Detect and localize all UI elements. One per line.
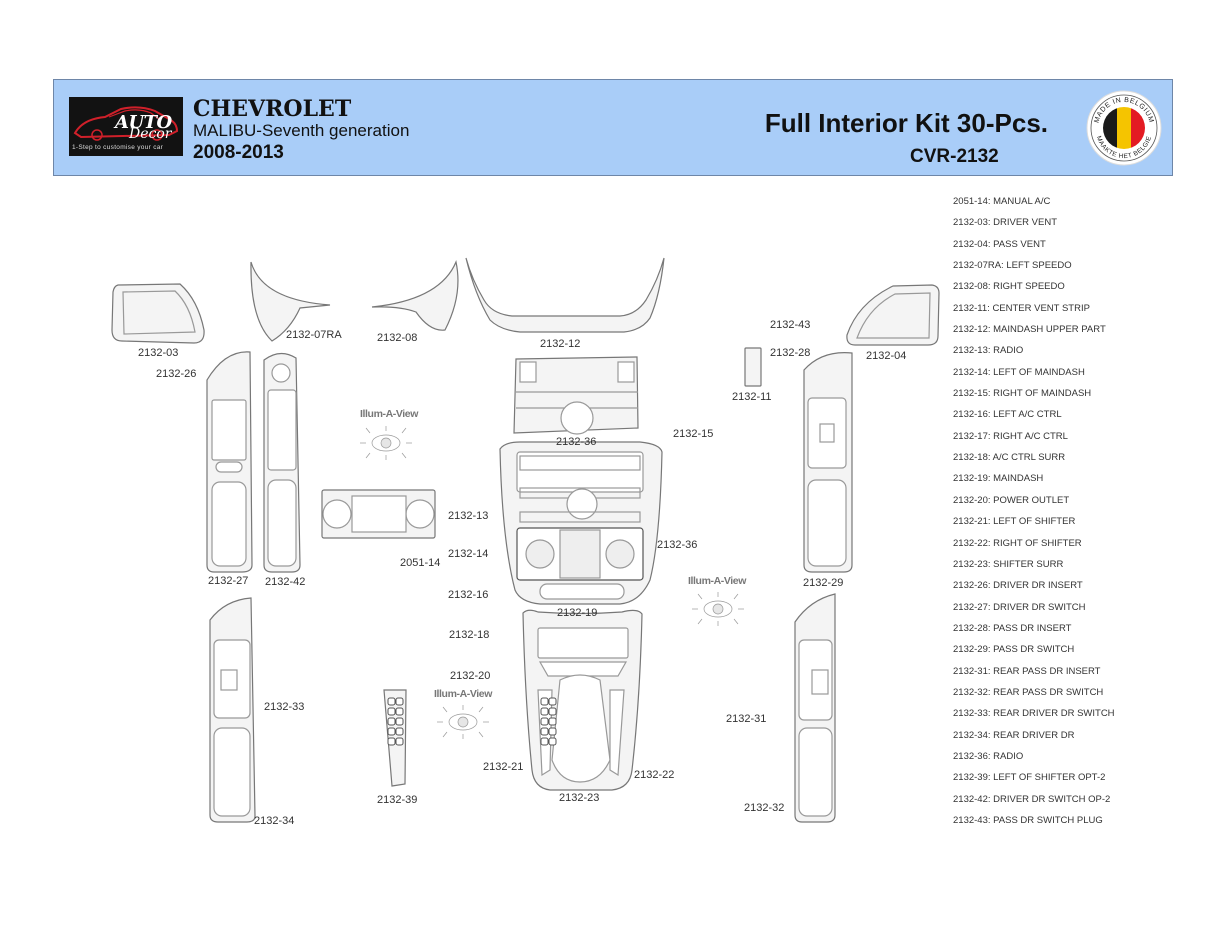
- legend-item: 2132-04: PASS VENT: [953, 238, 1046, 250]
- car-silhouette-icon: [73, 106, 179, 141]
- legend-item: 2132-18: A/C CTRL SURR: [953, 452, 1066, 464]
- legend-item: 2132-13: RADIO: [953, 345, 1024, 357]
- legend-item: 2132-17: RIGHT A/C CTRL: [953, 430, 1068, 442]
- legend-item: 2132-14: LEFT OF MAINDASH: [953, 366, 1085, 378]
- logo-brand-top: AUTO: [115, 112, 172, 133]
- flag-stripe-yellow: [1117, 107, 1131, 149]
- part-label-2132-33: 2132-33: [264, 701, 305, 713]
- part-2132-07RA: [250, 261, 331, 342]
- vehicle-model: MALIBU-Seventh generation: [193, 121, 410, 140]
- legend-item: 2132-11: CENTER VENT STRIP: [953, 302, 1090, 314]
- part-label-2132-34: 2132-34: [254, 815, 295, 827]
- legend-item: 2132-26: DRIVER DR INSERT: [953, 580, 1083, 592]
- part-label-2132-23: 2132-23: [559, 792, 600, 804]
- logo-tagline: 1-Step to customise your car: [72, 144, 164, 151]
- part-label-2132-21: 2132-21: [483, 761, 524, 773]
- auto-decor-logo: AUTO Decor 1-Step to customise your car: [69, 97, 183, 156]
- part-label-2132-15: 2132-15: [673, 428, 714, 440]
- legend-item: 2132-34: REAR DRIVER DR: [953, 729, 1075, 741]
- illum-label: Illum-A-View: [434, 688, 493, 700]
- logo-brand-bottom: Decor: [129, 126, 172, 142]
- vehicle-years: 2008-2013: [193, 142, 284, 163]
- legend-item: 2132-22: RIGHT OF SHIFTER: [953, 537, 1082, 549]
- legend-item: 2132-15: RIGHT OF MAINDASH: [953, 388, 1092, 400]
- legend-item: 2132-33: REAR DRIVER DR SWITCH: [953, 708, 1115, 720]
- made-in-belgium-badge: MADE IN BELGIUM MAAKTE HET BELGIE: [1086, 90, 1162, 166]
- part-label-2132-18: 2132-18: [449, 629, 490, 641]
- part-label-2132-13: 2132-13: [448, 510, 489, 522]
- legend-item: 2132-19: MAINDASH: [953, 473, 1044, 485]
- part-label-2132-27: 2132-27: [208, 575, 249, 587]
- legend-item: 2132-43: PASS DR SWITCH PLUG: [953, 814, 1103, 826]
- part-label-2132-20: 2132-20: [450, 670, 491, 682]
- flag-stripe-red: [1131, 107, 1145, 149]
- legend-item: 2132-23: SHIFTER SURR: [953, 558, 1064, 570]
- part-label-2132-04: 2132-04: [866, 350, 907, 362]
- part-label-2132-36-lower: 2132-36: [657, 539, 698, 551]
- part-label-2132-14: 2132-14: [448, 548, 489, 560]
- part-label-2132-12: 2132-12: [540, 338, 581, 350]
- part-label-2132-32: 2132-32: [744, 802, 785, 814]
- part-2132-08: [371, 260, 459, 331]
- part-2132-36-upper: [513, 356, 639, 434]
- legend-item: 2132-16: LEFT A/C CTRL: [953, 409, 1062, 421]
- part-label-2132-29: 2132-29: [803, 577, 844, 589]
- part-label-2132-28: 2132-28: [770, 347, 811, 359]
- legend-item: 2132-28: PASS DR INSERT: [953, 622, 1072, 634]
- part-label-2132-03: 2132-03: [138, 347, 179, 359]
- legend-item: 2132-08: RIGHT SPEEDO: [953, 281, 1065, 293]
- vehicle-make: CHEVROLET: [193, 96, 352, 122]
- legend-item: 2132-20: POWER OUTLET: [953, 494, 1070, 506]
- legend-item: 2132-27: DRIVER DR SWITCH: [953, 601, 1086, 613]
- legend-item: 2132-31: REAR PASS DR INSERT: [953, 665, 1101, 677]
- part-label-2132-11: 2132-11: [732, 391, 772, 403]
- kit-title: Full Interior Kit 30-Pcs.: [764, 108, 1048, 138]
- illum-a-view-icon: [692, 592, 744, 626]
- part-label-2132-43: 2132-43: [770, 319, 811, 331]
- legend-item: 2132-12: MAINDASH UPPER PART: [953, 324, 1106, 336]
- legend-item: 2132-32: REAR PASS DR SWITCH: [953, 686, 1104, 698]
- legend-item: 2132-39: LEFT OF SHIFTER OPT-2: [953, 772, 1106, 784]
- legend-item: 2132-29: PASS DR SWITCH: [953, 644, 1075, 656]
- part-label-2132-26: 2132-26: [156, 368, 197, 380]
- part-label-2132-36: 2132-36: [556, 436, 597, 448]
- part-label-2132-42: 2132-42: [265, 576, 306, 588]
- legend-item: 2132-42: DRIVER DR SWITCH OP-2: [953, 793, 1111, 805]
- part-2132-12: [465, 257, 665, 333]
- parts-legend: 2051-14: MANUAL A/C 2132-03: DRIVER VENT 2…: [953, 196, 1115, 836]
- illum-a-view-icon: [360, 426, 412, 460]
- part-label-2132-39: 2132-39: [377, 794, 418, 806]
- legend-item: 2051-14: MANUAL A/C: [953, 196, 1051, 207]
- part-2132-04: [846, 284, 940, 346]
- kit-code: CVR-2132: [910, 146, 999, 167]
- legend-item: 2132-07RA: LEFT SPEEDO: [953, 260, 1072, 272]
- part-2132-11: [744, 347, 762, 387]
- part-label-2051-14: 2051-14: [400, 557, 441, 569]
- legend-item: 2132-21: LEFT OF SHIFTER: [953, 516, 1076, 528]
- legend-item: 2132-36: RADIO: [953, 750, 1024, 762]
- illum-label: Illum-A-View: [688, 575, 747, 587]
- legend-item: 2132-03: DRIVER VENT: [953, 217, 1058, 229]
- illum-label: Illum-A-View: [360, 408, 419, 420]
- part-label-2132-19: 2132-19: [557, 607, 598, 619]
- flag-stripe-black: [1103, 107, 1117, 149]
- part-label-2132-22: 2132-22: [634, 769, 675, 781]
- part-label-2132-07RA: 2132-07RA: [286, 329, 342, 341]
- illum-a-view-icon: [437, 705, 489, 739]
- part-label-2132-31: 2132-31: [726, 713, 767, 725]
- part-label-2132-16: 2132-16: [448, 589, 489, 601]
- header-banner: AUTO Decor 1-Step to customise your car …: [53, 79, 1173, 176]
- part-2132-03: [111, 283, 205, 344]
- part-label-2132-08: 2132-08: [377, 332, 418, 344]
